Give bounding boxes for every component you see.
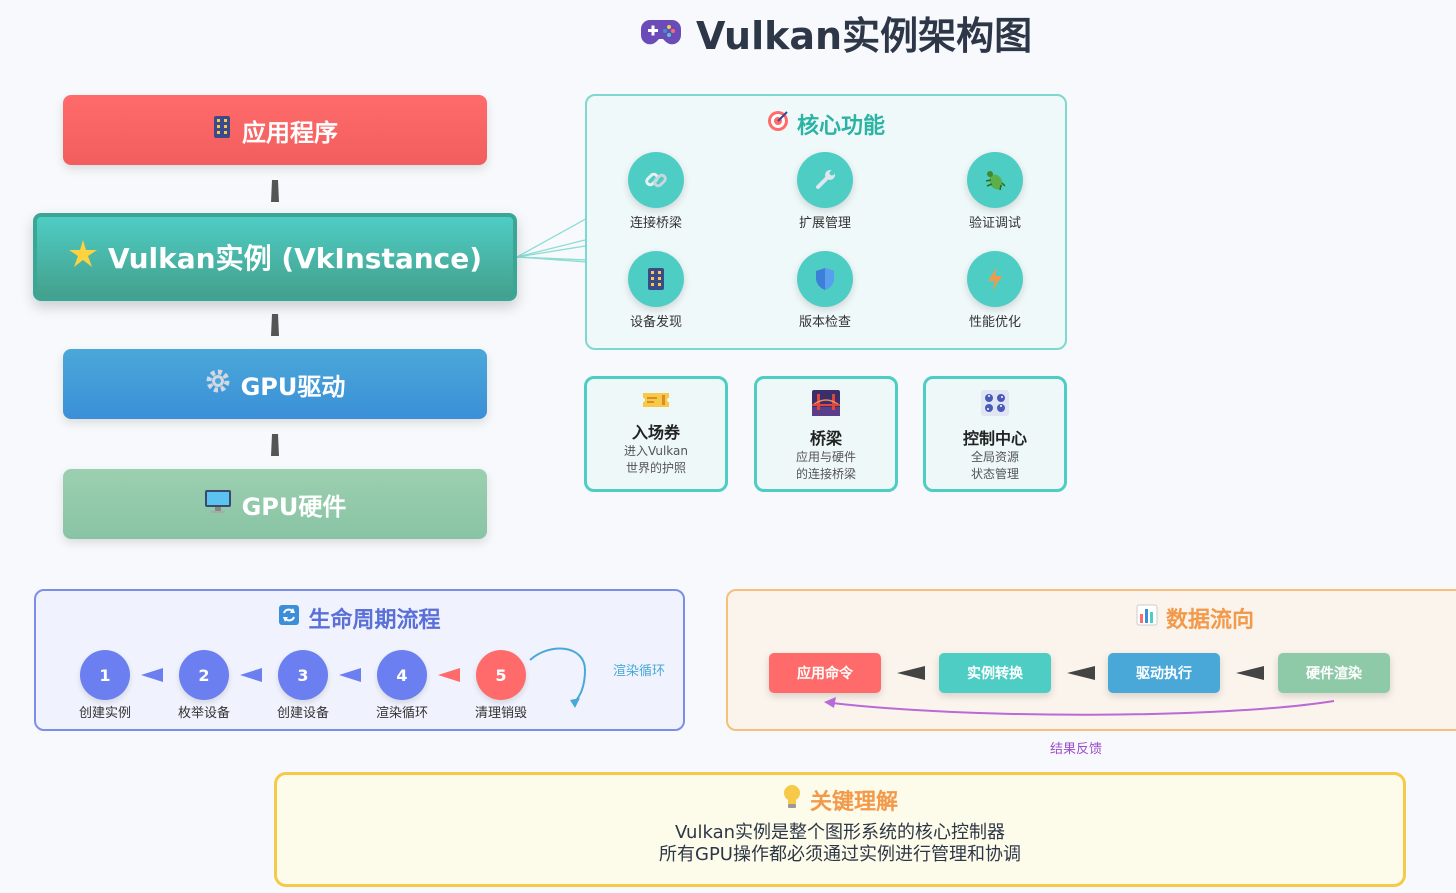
key-line-2: 所有GPU操作都必须通过实例进行管理和协调 <box>659 844 1021 865</box>
refresh-icon <box>278 604 300 632</box>
feature-device-discovery: 设备发现 <box>601 251 711 341</box>
arrow-left-icon <box>1067 666 1095 680</box>
core-functions-panel <box>585 94 1067 350</box>
feature-performance: 性能优化 <box>940 251 1050 341</box>
gpu-driver-box: GPU驱动 <box>63 349 487 419</box>
key-understanding-title: 关键理解 <box>274 784 1406 816</box>
arrow-left-icon <box>339 668 361 682</box>
lifecycle-step-5: 5 清理销毁 <box>461 650 541 721</box>
shield-icon <box>797 251 853 307</box>
page-title: Vulkan实例架构图 <box>640 6 1060 58</box>
arrow-left-icon <box>438 668 460 682</box>
lifecycle-step-2: 2 枚举设备 <box>164 650 244 721</box>
flow-app-command: 应用命令 <box>769 653 881 693</box>
feature-extensions: 扩展管理 <box>770 152 880 242</box>
arrow-up-icon <box>267 314 283 336</box>
vulkan-instance-box: Vulkan实例 (VkInstance) <box>33 213 517 301</box>
flow-hardware-render: 硬件渲染 <box>1278 653 1390 693</box>
bridge-icon <box>811 389 841 421</box>
app-layer-label: 应用程序 <box>242 118 338 147</box>
card-bridge: 桥梁 应用与硬件 的连接桥梁 <box>754 376 898 492</box>
feature-validation: 验证调试 <box>940 152 1050 242</box>
control-knobs-icon <box>980 389 1010 421</box>
target-icon <box>767 110 789 138</box>
link-icon <box>628 152 684 208</box>
flow-instance-transform: 实例转换 <box>939 653 1051 693</box>
feature-version-check: 版本检查 <box>770 251 880 341</box>
lightbulb-icon <box>782 784 802 816</box>
lifecycle-panel <box>34 589 685 731</box>
arrow-left-icon <box>1236 666 1264 680</box>
render-loop-label: 渲染循环 <box>613 664 666 679</box>
arrow-up-icon <box>267 180 283 202</box>
title-text: Vulkan实例架构图 <box>696 13 1033 58</box>
arrow-left-icon <box>897 666 925 680</box>
card-control-center: 控制中心 全局资源 状态管理 <box>923 376 1067 492</box>
app-layer-box: 应用程序 <box>63 95 487 165</box>
feature-bridge: 连接桥梁 <box>601 152 711 242</box>
arrow-up-icon <box>267 434 283 456</box>
bug-icon <box>967 152 1023 208</box>
vulkan-instance-label: Vulkan实例 (VkInstance) <box>107 242 483 275</box>
building-icon <box>212 115 232 145</box>
feedback-arrow <box>824 697 1335 716</box>
loop-arrow <box>529 647 587 708</box>
gpu-hardware-box: GPU硬件 <box>63 469 487 539</box>
device-icon <box>628 251 684 307</box>
arrow-left-icon <box>141 668 163 682</box>
key-understanding-panel <box>274 772 1406 887</box>
lifecycle-step-4: 4 渲染循环 <box>362 650 442 721</box>
gpu-driver-label: GPU驱动 <box>240 372 346 401</box>
gamepad-icon <box>640 16 682 48</box>
star-icon <box>68 239 98 276</box>
feedback-label: 结果反馈 <box>1050 742 1103 757</box>
lifecycle-title: 生命周期流程 <box>34 602 685 634</box>
ticket-icon <box>641 389 671 415</box>
lightning-icon <box>967 251 1023 307</box>
flow-driver-execute: 驱动执行 <box>1108 653 1220 693</box>
card-ticket: 入场券 进入Vulkan 世界的护照 <box>584 376 728 492</box>
monitor-icon <box>204 488 232 520</box>
dataflow-title: 数据流向 <box>990 602 1400 634</box>
bar-chart-icon <box>1136 604 1158 632</box>
gear-icon <box>205 368 231 400</box>
lifecycle-step-3: 3 创建设备 <box>263 650 343 721</box>
gpu-hardware-label: GPU硬件 <box>241 492 347 521</box>
arrow-left-icon <box>240 668 262 682</box>
key-line-1: Vulkan实例是整个图形系统的核心控制器 <box>674 822 1006 843</box>
lifecycle-step-1: 1 创建实例 <box>65 650 145 721</box>
wrench-icon <box>797 152 853 208</box>
core-functions-title: 核心功能 <box>585 108 1067 140</box>
